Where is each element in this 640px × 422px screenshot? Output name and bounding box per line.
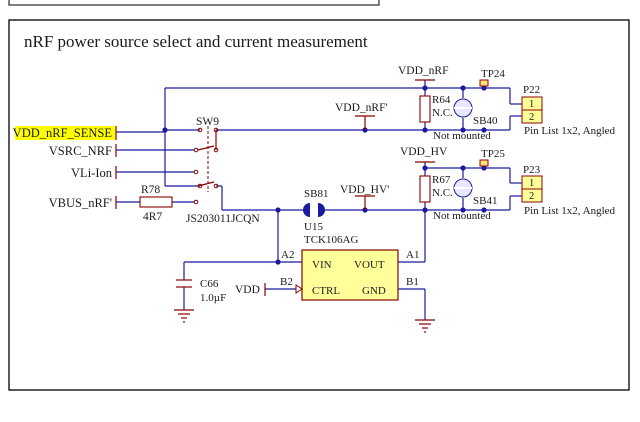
u15-pinnum-b1: B1 (406, 276, 419, 288)
solder-bridge-sb40: SB40 (453, 98, 498, 127)
header-p23: P23 1 2 Pin List 1x2, Angled (521, 164, 616, 217)
p22-pin-2: 2 (529, 112, 534, 123)
sb40-ref: SB40 (473, 115, 498, 127)
tp24-ref: TP24 (481, 68, 505, 80)
schematic-frame (8, 19, 630, 391)
sb41-ref: SB41 (473, 195, 497, 207)
c66-ref: C66 (200, 278, 219, 290)
net-vdd-hv-prime: VDD_HV' (340, 184, 389, 210)
p22-ref: P22 (523, 84, 540, 96)
port-highlight (15, 126, 115, 140)
schematic-title: nRF power source select and current meas… (24, 32, 368, 51)
switch-sw9: SW9 JS203011JCQN (186, 116, 260, 225)
wires (116, 80, 522, 320)
u15-pin-vin: VIN (312, 259, 332, 271)
testpoint-tp25: TP25 (479, 148, 505, 167)
capacitor-c66: C66 1.0µF (176, 278, 226, 304)
resistor-r64: R64 N.C. (419, 94, 453, 123)
solder-bridge-sb81: SB81 (302, 188, 328, 217)
r64-not-mounted: Not mounted (433, 130, 491, 142)
p23-pin-2: 2 (529, 191, 534, 202)
net-label-vdd-nrf-prime: VDD_nRF' (335, 102, 388, 114)
p23-ref: P23 (523, 164, 541, 176)
net-vdd-nrf-prime: VDD_nRF' (335, 102, 388, 130)
port-label-vli-ion: VLi-Ion (71, 166, 113, 180)
u15-part: TCK106AG (304, 234, 358, 246)
header-p22: P22 1 2 Pin List 1x2, Angled (521, 84, 616, 137)
previous-frame-edge (8, 0, 380, 6)
testpoint-tp24: TP24 (479, 68, 505, 87)
u15-pinnum-b2: B2 (280, 276, 293, 288)
p22-desc: Pin List 1x2, Angled (524, 125, 616, 137)
ground-symbol-u15 (415, 319, 435, 333)
regulator-u15: U15 TCK106AG VIN VOUT CTRL GND A2 A1 B2 … (280, 221, 419, 301)
r64-value: N.C. (432, 107, 453, 119)
port-label-vdd: VDD (235, 284, 260, 296)
r78-ref: R78 (141, 184, 160, 196)
u15-pinnum-a2: A2 (281, 249, 294, 261)
u15-pin-gnd: GND (362, 285, 386, 297)
port-vdd-nrf-sense: VDD_nRF_SENSE (13, 126, 117, 140)
net-label-vdd-hv-prime: VDD_HV' (340, 184, 389, 196)
p22-pin-1: 1 (529, 99, 534, 110)
port-label-vsrc-nrf: VSRC_NRF (49, 144, 112, 158)
net-vdd-hv: VDD_HV (400, 146, 448, 163)
port-vbus-nrf: VBUS_nRF' (49, 196, 117, 210)
port-vsrc-nrf: VSRC_NRF (49, 144, 117, 158)
resistor-r67: R67 N.C. (419, 174, 453, 203)
c66-value: 1.0µF (200, 292, 226, 304)
port-vli-ion: VLi-Ion (71, 166, 117, 180)
sw9-part: JS203011JCQN (186, 213, 260, 225)
u15-pin-vout: VOUT (354, 259, 385, 271)
r67-not-mounted: Not mounted (433, 210, 491, 222)
solder-bridge-sb41: SB41 (453, 178, 497, 207)
sb81-ref: SB81 (304, 188, 328, 200)
tp25-ref: TP25 (481, 148, 505, 160)
p23-desc: Pin List 1x2, Angled (524, 205, 616, 217)
resistor-r78: R78 4R7 (139, 184, 173, 223)
r67-ref: R67 (432, 174, 451, 186)
u15-ref: U15 (304, 221, 323, 233)
port-label-vdd-nrf-sense: VDD_nRF_SENSE (13, 126, 113, 140)
u15-pin-ctrl: CTRL (312, 285, 340, 297)
r78-value: 4R7 (143, 211, 162, 223)
r67-value: N.C. (432, 187, 453, 199)
net-label-vdd-hv: VDD_HV (400, 146, 448, 158)
net-label-vdd-nrf: VDD_nRF (398, 65, 448, 77)
sw9-ref: SW9 (196, 116, 219, 128)
ground-symbol-c66 (174, 309, 194, 323)
u15-pinnum-a1: A1 (406, 249, 419, 261)
net-vdd-nrf: VDD_nRF (398, 65, 448, 81)
port-vdd: VDD (235, 283, 266, 296)
port-label-vbus-nrf: VBUS_nRF' (49, 196, 112, 210)
p23-pin-1: 1 (529, 178, 534, 189)
junction-dots (162, 85, 487, 265)
r64-ref: R64 (432, 94, 451, 106)
